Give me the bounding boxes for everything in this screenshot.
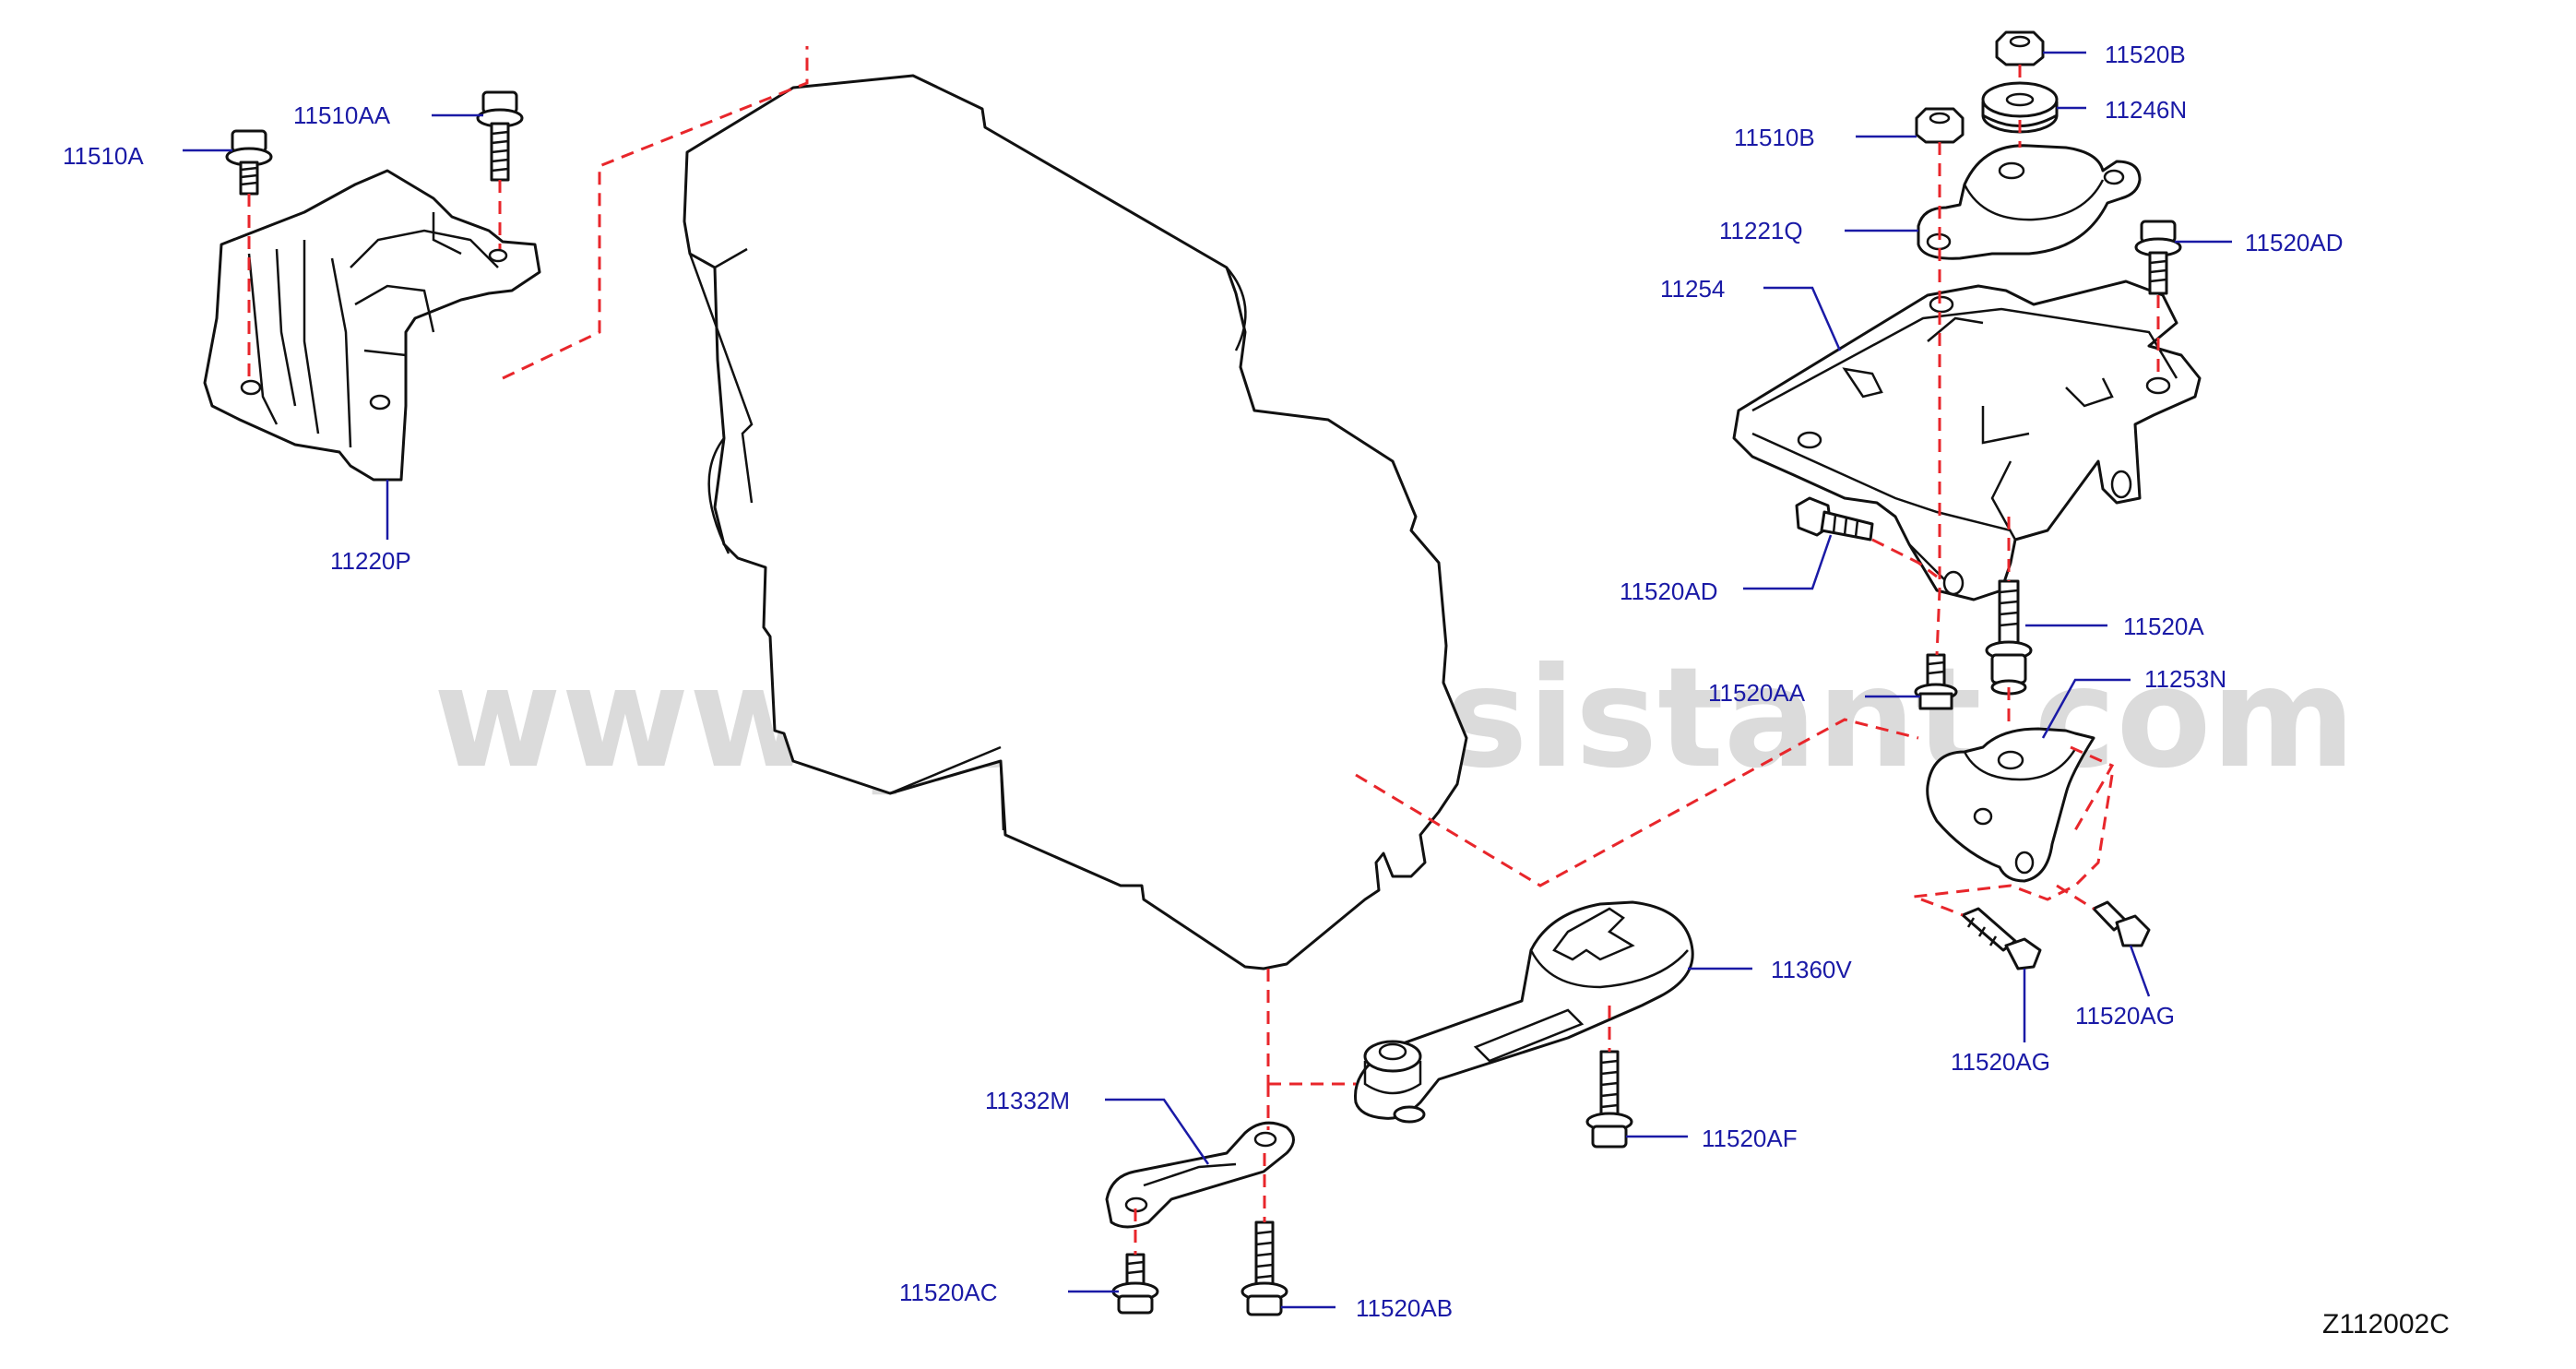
torque-rod-11360V xyxy=(1354,900,1694,1124)
insulator-11221Q xyxy=(1917,144,2142,260)
bolt-11520AG-left xyxy=(1961,907,2042,970)
bolt-11520AG-right xyxy=(2092,900,2151,947)
label-11254: 11254 xyxy=(1660,275,1725,303)
bolt-11520AD-top xyxy=(2134,220,2182,295)
stud-11520A xyxy=(1985,579,2033,696)
label-11253N: 11253N xyxy=(2144,665,2226,693)
label-11520A: 11520A xyxy=(2123,613,2204,640)
bolt-11520AF xyxy=(1585,1050,1633,1149)
washer-11246N xyxy=(1981,81,2059,134)
label-11221Q: 11221Q xyxy=(1719,217,1803,244)
bracket-11332M xyxy=(1105,1121,1295,1229)
bolt-11520AD-mid xyxy=(1795,496,1874,542)
bolt-11520AA xyxy=(1914,653,1958,710)
label-11332M: 11332M xyxy=(985,1087,1070,1114)
label-11360V: 11360V xyxy=(1771,956,1852,983)
label-11520AG-left: 11520AG xyxy=(1951,1048,2050,1076)
label-11520AD-mid: 11520AD xyxy=(1620,577,1718,605)
label-11520AD-top: 11520AD xyxy=(2245,229,2344,256)
bolt-11520AC xyxy=(1111,1253,1159,1315)
mount-bracket-11253N xyxy=(1926,727,2095,883)
label-11510B: 11510B xyxy=(1734,124,1815,151)
mount-bracket-11254 xyxy=(1732,280,2202,601)
diagram-code: Z112002C xyxy=(2322,1309,2450,1339)
label-11220P: 11220P xyxy=(330,547,411,575)
label-11520B: 11520B xyxy=(2105,41,2186,68)
part-labels: 11510A 11510AA 11220P 11520B 11246N 1151… xyxy=(63,41,2344,1322)
leader-lines xyxy=(183,51,2232,1309)
label-11510A: 11510A xyxy=(63,142,144,170)
engine-mount-11220P xyxy=(203,169,541,482)
bolt-11520AB xyxy=(1241,1220,1288,1316)
engine-outline xyxy=(683,74,1468,970)
nut-11510B xyxy=(1915,107,1965,144)
label-11510AA: 11510AA xyxy=(293,101,391,129)
label-11520AC: 11520AC xyxy=(899,1279,998,1306)
label-11246N: 11246N xyxy=(2105,96,2187,124)
bolt-11510A xyxy=(225,129,273,196)
nut-11520B xyxy=(1995,30,2045,66)
assembly-guide-lines xyxy=(247,46,2160,1255)
label-11520AA: 11520AA xyxy=(1708,679,1806,707)
bolt-11510AA xyxy=(476,90,524,182)
label-11520AG-right: 11520AG xyxy=(2075,1002,2175,1030)
label-11520AB: 11520AB xyxy=(1356,1294,1453,1322)
label-11520AF: 11520AF xyxy=(1702,1125,1798,1152)
